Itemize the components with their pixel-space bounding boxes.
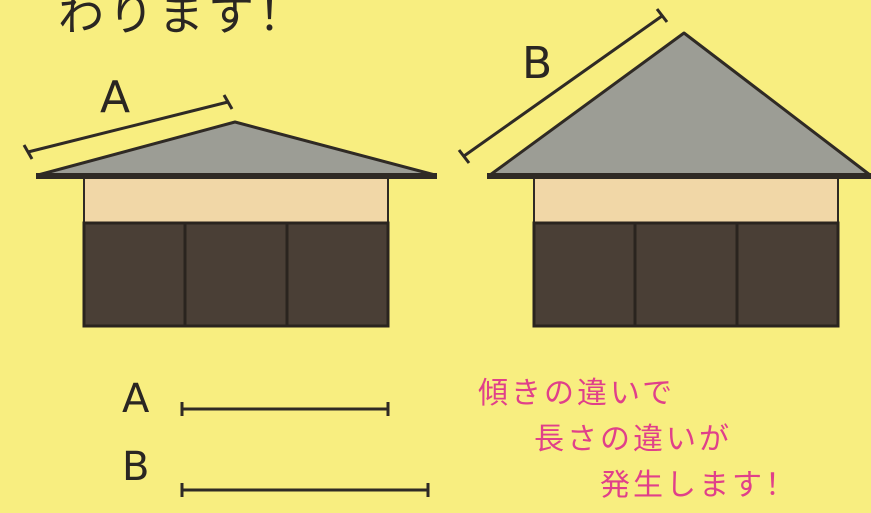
label-a: A xyxy=(100,72,131,123)
note-line-3: 発生します！ xyxy=(600,468,798,503)
measure-b xyxy=(457,8,669,164)
house-b-wall xyxy=(532,221,840,328)
legend-label-a: A xyxy=(122,376,150,422)
house-a-wall xyxy=(82,221,390,328)
note-line-2: 長さの違いが xyxy=(534,422,732,457)
legend-bar-b xyxy=(180,483,430,497)
house-a-roof xyxy=(36,120,437,177)
house-b xyxy=(487,31,871,328)
legend-label-b: B xyxy=(122,444,150,490)
label-b: B xyxy=(522,38,553,89)
top-caption-text: わります！ xyxy=(58,0,308,41)
house-a xyxy=(36,120,437,328)
measure-a xyxy=(22,94,234,160)
house-a-band xyxy=(83,177,389,224)
house-b-band xyxy=(533,177,839,224)
note-line-1: 傾きの違いで xyxy=(478,376,676,411)
legend-bar-a xyxy=(180,402,390,416)
